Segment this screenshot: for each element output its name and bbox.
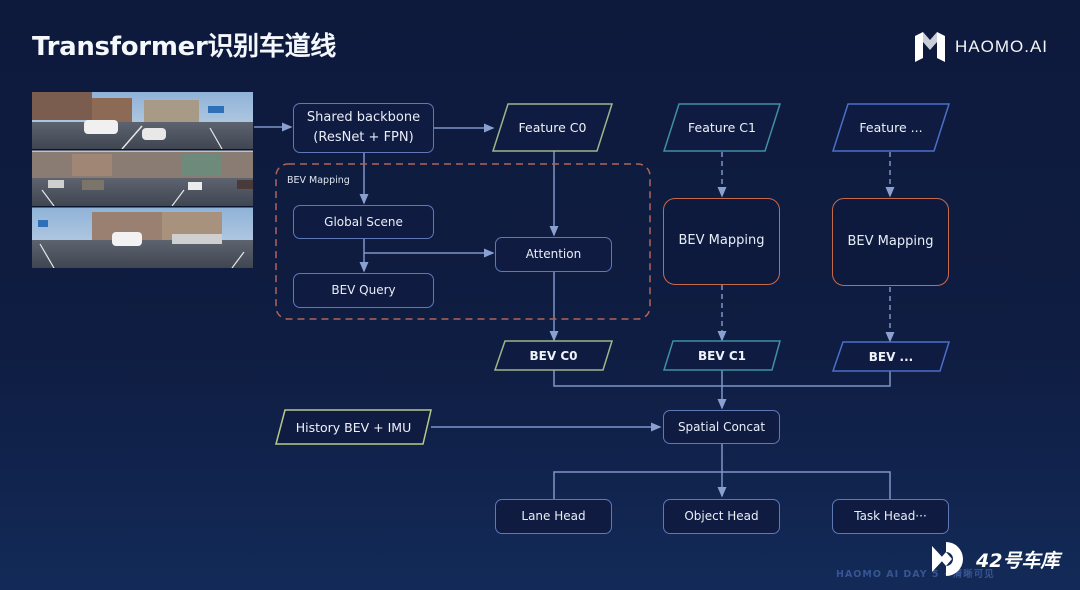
bev-query-node[interactable]: BEV Query	[293, 273, 434, 308]
bev-mapping-group-label: BEV Mapping	[287, 175, 350, 186]
bev-mapping-node-c1[interactable]: BEV Mapping	[663, 198, 780, 285]
heads-bus	[553, 471, 891, 499]
lane-head-node[interactable]: Lane Head	[495, 499, 612, 534]
history-shape	[275, 409, 432, 445]
slide-title: Transformer识别车道线	[32, 32, 336, 62]
haomo-logo: HAOMO.AI	[913, 32, 1048, 62]
task-head-node[interactable]: Task Head···	[832, 499, 949, 534]
channel-logo: 42号车库	[930, 540, 1059, 578]
camera-images	[32, 92, 253, 268]
attention-node[interactable]: Attention	[495, 237, 612, 272]
global-scene-node[interactable]: Global Scene	[293, 205, 434, 239]
feature-c1-shape	[662, 103, 782, 152]
object-head-node[interactable]: Object Head	[663, 499, 780, 534]
feature-c0-shape	[491, 103, 614, 152]
shared-backbone-node[interactable]: Shared backbone (ResNet + FPN)	[293, 103, 434, 153]
channel-name: 42号车库	[976, 549, 1060, 572]
multi-camera-photo-icon	[32, 92, 253, 268]
brand-name: HAOMO.AI	[955, 37, 1049, 56]
bev-c1-shape	[662, 340, 781, 371]
bev-mapping-node-n[interactable]: BEV Mapping	[832, 198, 949, 286]
backbone-line1: Shared backbone	[306, 109, 421, 125]
haomo-m-icon	[915, 32, 945, 62]
bev-n-shape	[831, 341, 951, 372]
backbone-line2: (ResNet + FPN)	[313, 130, 414, 145]
play-logo-icon	[932, 542, 963, 576]
bev-mapping-group-border	[275, 163, 651, 320]
bev-c0-shape	[493, 340, 614, 371]
event-watermark: HAOMO AI DAY 5 · 清晰可见	[836, 569, 995, 580]
spatial-concat-node[interactable]: Spatial Concat	[663, 410, 780, 444]
feature-n-shape	[831, 103, 951, 152]
